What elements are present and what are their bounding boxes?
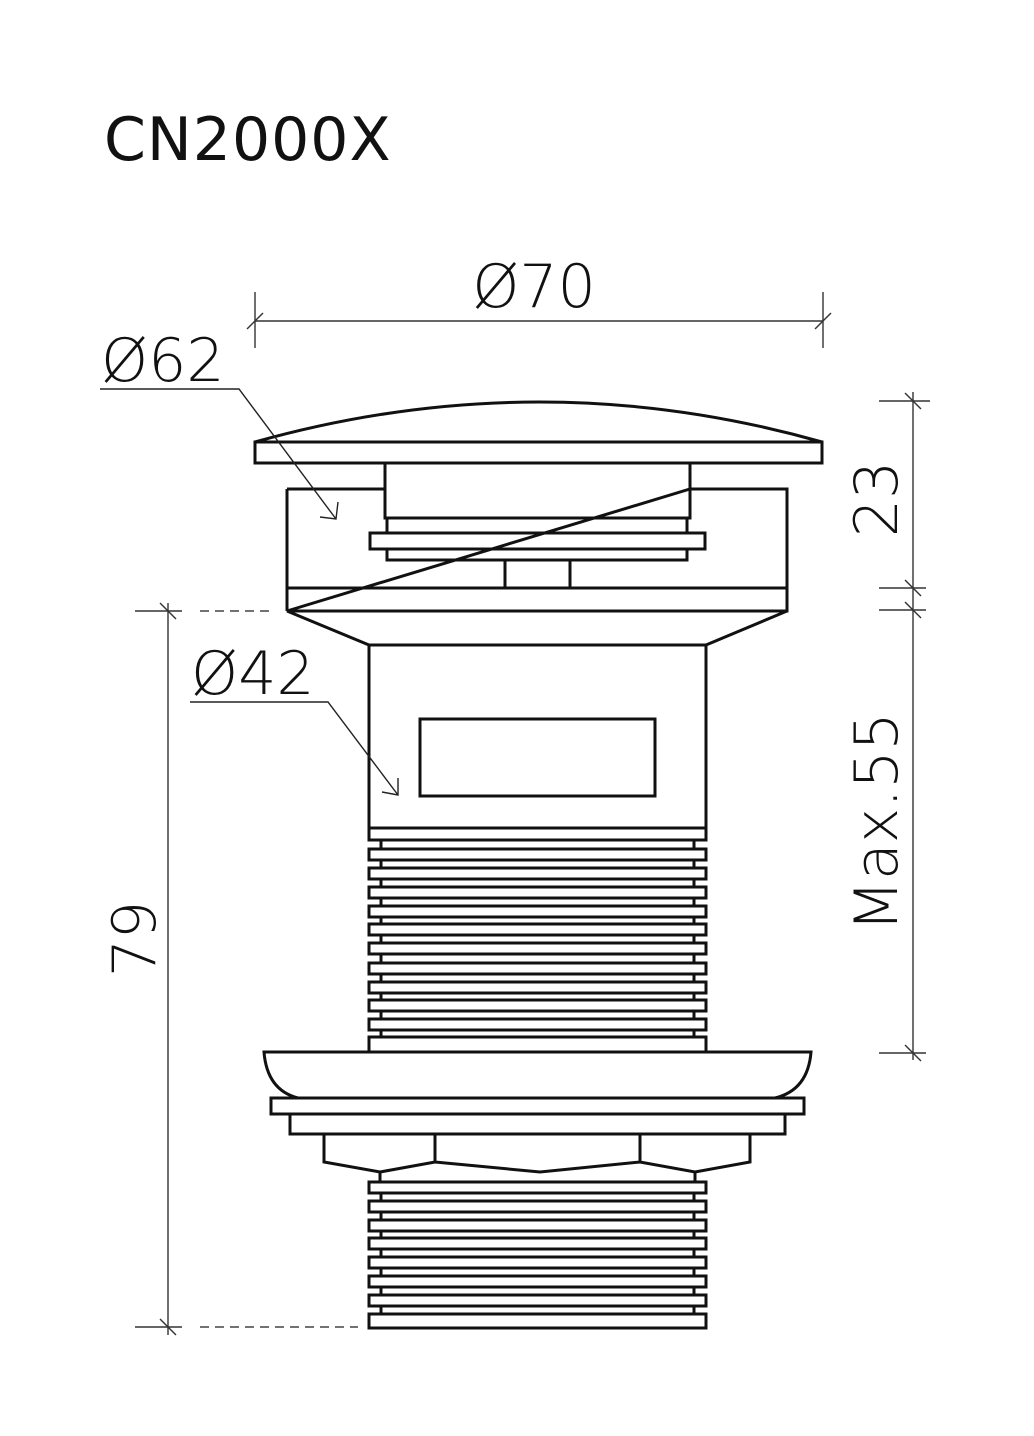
stem-neck — [385, 516, 689, 535]
dimension-right-heights: 23 Max.55 — [842, 392, 930, 1062]
cap-rim — [253, 440, 824, 465]
body-cone — [286, 609, 788, 647]
lock-nut — [322, 1134, 752, 1182]
label-overall-diameter: Ø70 — [472, 252, 596, 322]
washer-lower — [288, 1112, 787, 1136]
tube — [367, 645, 708, 828]
label-tube-diameter: Ø42 — [191, 639, 315, 709]
dimension-total-height: 79 — [100, 602, 358, 1336]
dimension-tube-diameter: Ø42 — [190, 639, 399, 796]
lower-thread — [367, 1180, 708, 1330]
seat-bowl — [262, 1050, 813, 1100]
label-max-thread-length: Max.55 — [842, 712, 912, 931]
stem-lower — [385, 547, 689, 562]
stem-pin — [503, 558, 572, 590]
model-title: CN2000X — [104, 105, 392, 175]
washer-upper — [269, 1096, 806, 1116]
label-cap-height: 23 — [842, 461, 912, 537]
drain-part — [253, 400, 824, 1330]
dimension-overall-diameter: Ø70 — [246, 252, 832, 348]
overflow-window — [418, 717, 657, 798]
upper-thread — [367, 826, 708, 1054]
cap-dome — [254, 400, 823, 444]
dimension-body-diameter: Ø62 — [100, 326, 339, 520]
label-body-diameter: Ø62 — [101, 326, 225, 396]
inner-stem — [383, 461, 692, 520]
label-total-height: 79 — [100, 901, 170, 977]
